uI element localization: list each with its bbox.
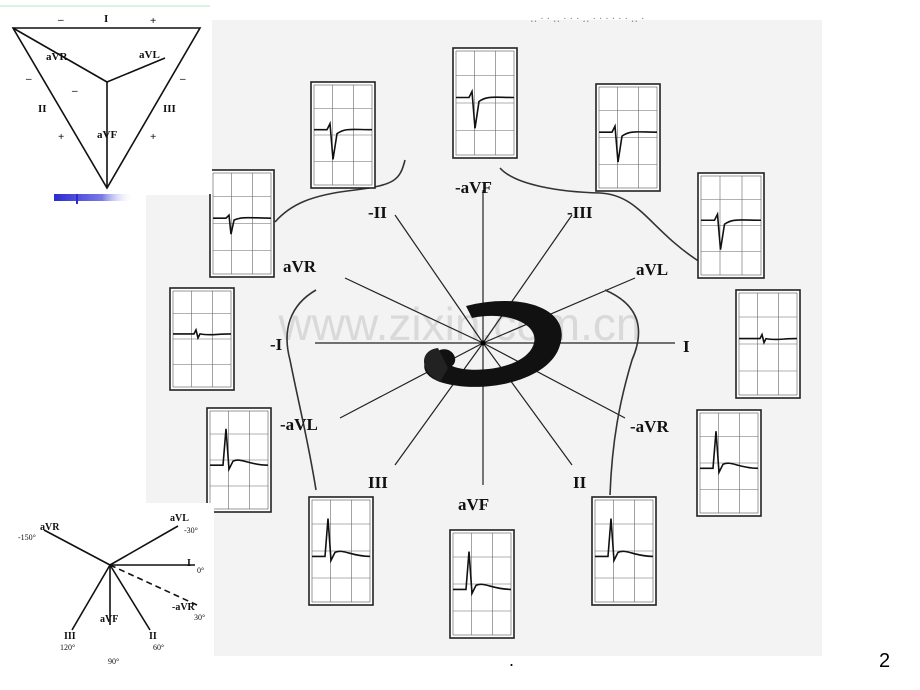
label-aVR: aVR <box>283 257 317 276</box>
lead-spokes <box>315 190 675 485</box>
hex-deg-II: 60° <box>153 643 164 652</box>
ecg-waveform <box>213 213 272 235</box>
tri-label-aVF: aVF <box>97 129 117 141</box>
ecg-waveform <box>456 88 515 129</box>
hex-deg-aVL: -30° <box>184 526 198 535</box>
hex-deg-aVR: -150° <box>18 533 36 542</box>
label-aVL: aVL <box>636 260 668 279</box>
slide-page-number: 2 <box>879 650 891 672</box>
einthoven-triangle <box>11 27 202 190</box>
hex-deg-aVF: 90° <box>108 657 119 666</box>
triangle-panel <box>0 0 212 194</box>
hex-deg-III: 120° <box>60 643 75 652</box>
tri-label-aVR: aVR <box>46 51 68 63</box>
hex-label-neg-aVR: -aVR <box>172 602 196 613</box>
accent-bar <box>54 194 134 201</box>
tri-sign-right-upper: – <box>179 73 186 85</box>
accent-bar-tick <box>76 194 78 204</box>
ecg-waveform <box>700 431 759 476</box>
ecg-waveform <box>210 428 269 473</box>
heart-silhouette <box>424 300 562 387</box>
tri-sign-left-upper: – <box>25 73 32 85</box>
ecg-waveform <box>701 211 762 250</box>
tri-sign-top-left: – <box>57 14 64 26</box>
tri-label-aVL: aVL <box>139 49 160 61</box>
tri-sign-top-right: + <box>150 15 156 27</box>
ecg-waveform <box>173 327 232 341</box>
hex-label-aVL: aVL <box>170 513 189 524</box>
ecg-waveform <box>595 518 654 564</box>
torso-outline <box>274 159 701 496</box>
label-neg-II: -II <box>368 203 387 222</box>
footer-dot: . <box>509 650 515 670</box>
tri-sign-left-mid: – <box>71 85 78 97</box>
label-aVF: aVF <box>458 495 489 514</box>
hexaxial-lines <box>43 525 198 631</box>
label-neg-aVF: -aVF <box>455 178 492 197</box>
hex-deg-I: 0° <box>197 566 204 575</box>
label-I: I <box>683 337 690 356</box>
tri-label-I: I <box>104 13 108 25</box>
hex-label-I: I <box>187 558 191 569</box>
photo-top-artifact: ‥ · · ‥ · · · ‥ · · · · · · ‥ · <box>530 13 645 25</box>
hex-deg-neg-aVR: 30° <box>194 613 205 622</box>
hex-label-II: II <box>149 631 157 642</box>
label-neg-aVL: -aVL <box>280 415 318 434</box>
label-neg-aVR: -aVR <box>630 417 669 436</box>
watermark-text: www.zixin.com.cn <box>278 298 642 350</box>
ecg-waveform <box>739 332 798 345</box>
ecg-waveform <box>314 120 373 160</box>
hexaxial-panel <box>0 503 214 690</box>
ecg-panels <box>169 47 801 639</box>
hex-label-aVF: aVF <box>100 614 118 625</box>
ecg-waveform <box>599 123 658 163</box>
label-neg-I: -I <box>270 335 283 354</box>
label-II: II <box>573 473 587 492</box>
ecg-waveform <box>453 551 512 597</box>
tri-label-III: III <box>163 103 176 115</box>
hex-label-III: III <box>64 631 76 642</box>
label-III: III <box>368 473 388 492</box>
hex-label-aVR: aVR <box>40 522 60 533</box>
tri-sign-left-lower: + <box>58 131 64 143</box>
tri-sign-right-lower: + <box>150 131 156 143</box>
label-neg-III: -III <box>567 203 593 222</box>
ecg-waveform <box>312 518 371 564</box>
tri-label-II: II <box>38 103 47 115</box>
